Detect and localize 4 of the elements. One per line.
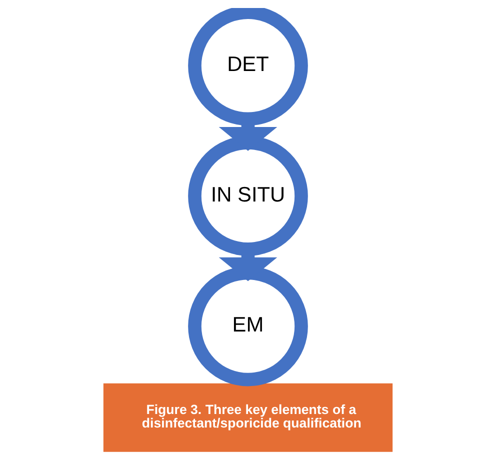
node-circle: DET — [188, 8, 308, 126]
node-circle: IN SITU — [188, 136, 308, 256]
node-circle: EM — [188, 266, 308, 386]
caption: Figure 3. Three key elements of a disinfectant/sporicide qualification — [141, 402, 361, 430]
